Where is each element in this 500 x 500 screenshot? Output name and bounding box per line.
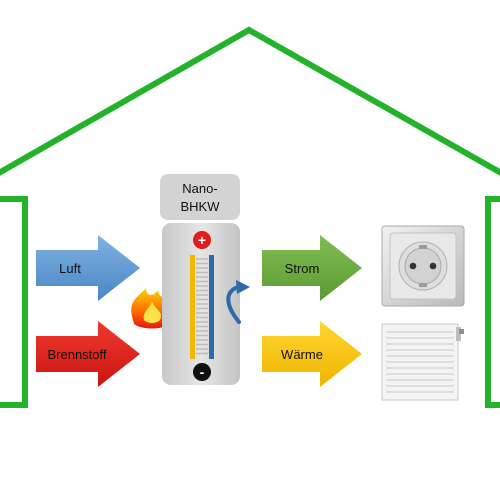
input-arrow-brennstoff: Brennstoff: [36, 321, 140, 387]
input-arrow-luft: Luft: [36, 235, 140, 301]
fuel-cell-stack: [190, 255, 214, 359]
nano-bhkw-device: Nano- BHKW + -: [160, 174, 240, 385]
output-label-waerme: Wärme: [281, 347, 323, 362]
minus-sign: -: [200, 364, 205, 380]
plus-sign: +: [198, 232, 206, 248]
radiator-icon: [381, 323, 464, 401]
house-roof: [0, 26, 500, 176]
house-left-wall: [0, 196, 28, 408]
curved-arrow-icon: [226, 280, 250, 324]
output-arrow-waerme: Wärme: [262, 321, 362, 387]
output-label-strom: Strom: [285, 261, 320, 276]
plus-terminal-icon: [193, 231, 211, 249]
device-header: [160, 174, 240, 220]
input-label-luft: Luft: [59, 261, 81, 276]
input-label-brennstoff: Brennstoff: [47, 347, 106, 362]
power-socket-icon: [381, 225, 465, 307]
output-arrow-strom: Strom: [262, 235, 362, 301]
minus-terminal-icon: [193, 363, 211, 381]
house-right-wall: [485, 196, 500, 408]
device-label-line2: BHKW: [181, 199, 221, 214]
device-label-line1: Nano-: [182, 181, 217, 196]
house-outline: [0, 26, 500, 408]
